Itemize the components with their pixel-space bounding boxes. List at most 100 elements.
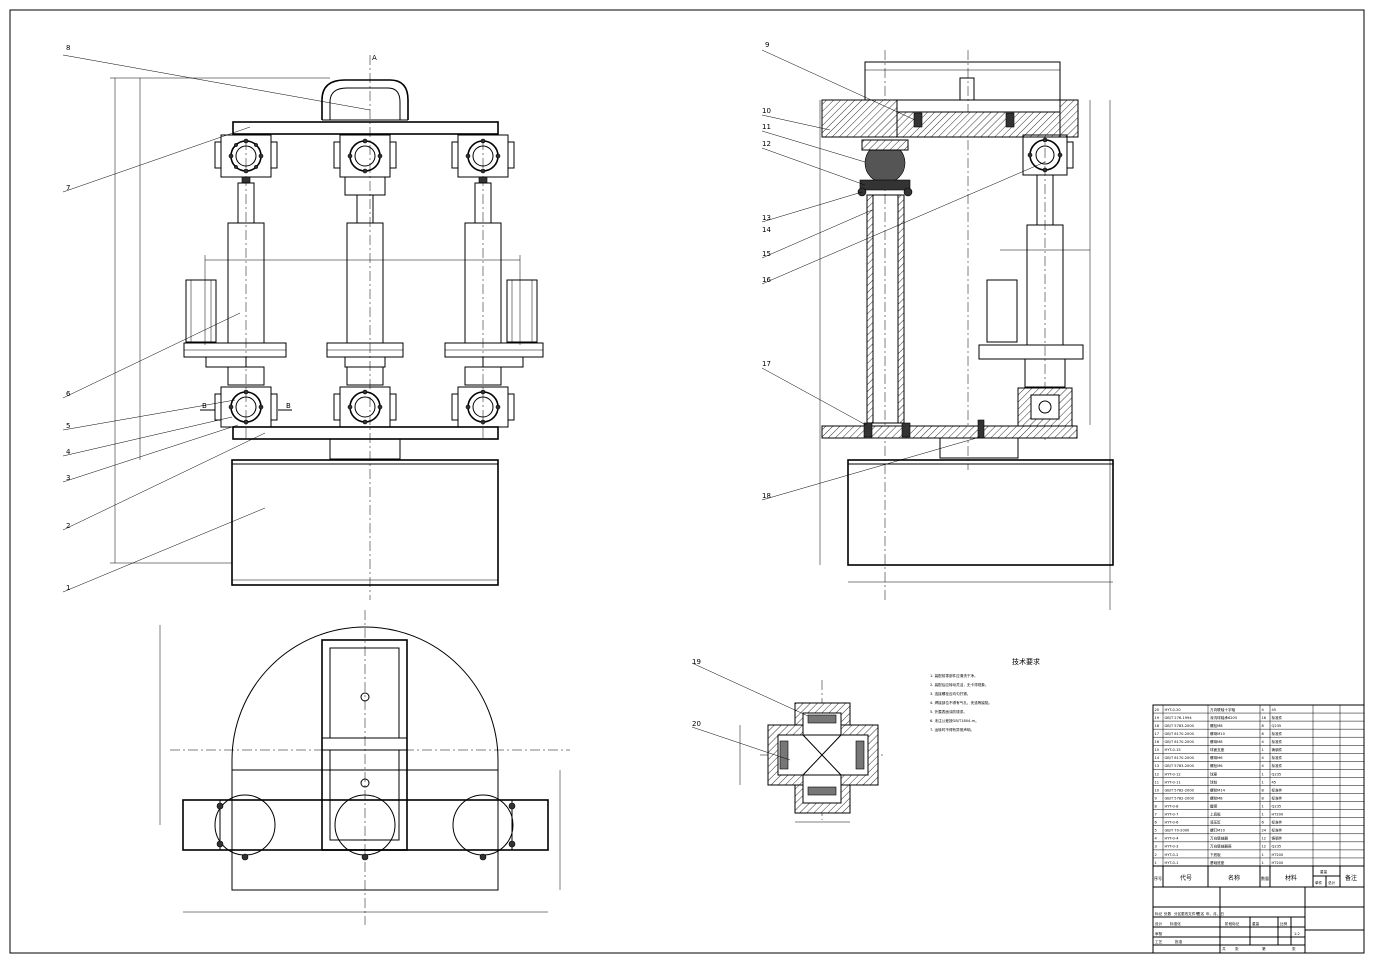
bom-cell: HT200: [1272, 853, 1284, 857]
title-block-cell: 标记: [1155, 911, 1163, 916]
title-block-cell: 张: [1235, 946, 1239, 951]
bom-cell: 球铰: [1210, 779, 1218, 784]
tech-item-4: 4. 焊接部位不得有气孔、夹渣等缺陷。: [930, 700, 992, 705]
title-block-cell: 分区: [1174, 911, 1182, 916]
title-block-cell: 年、月、日: [1206, 911, 1224, 916]
bom-cell: 8: [1262, 796, 1265, 800]
bom-cell: 4: [1262, 764, 1265, 768]
bom-header-weight: 重量: [1320, 869, 1328, 874]
bom-cell: GB/T 70-2000: [1165, 829, 1191, 833]
bom-cell: GB/T 6170-2000: [1165, 756, 1195, 760]
bom-cell: 2: [1155, 853, 1157, 857]
lower-plate: [232, 426, 499, 440]
leader-6: 6: [66, 390, 71, 398]
title-block-cell: 更改文件号: [1181, 911, 1199, 916]
bom-cell: 握把: [1210, 803, 1218, 808]
bom-cell: 20: [1155, 708, 1160, 712]
tech-item-2: 2. 装配后应转动灵活，无卡滞现象。: [930, 682, 988, 687]
leader-1: 1: [66, 584, 70, 592]
top-plate-section: [821, 99, 898, 138]
bom-cell: 18: [1155, 724, 1160, 728]
bom-cell: 19: [1155, 716, 1160, 720]
side-leaders: 9 10 11 12 13 14 15 16 17 18: [761, 41, 1046, 501]
bom-cell: 1: [1262, 772, 1264, 776]
title-block-cell: 工艺: [1155, 939, 1163, 944]
bom-cell: 12: [1155, 772, 1160, 776]
bom-cell: GB/T 5783-2000: [1165, 764, 1195, 768]
title-block-cell: 共: [1222, 946, 1226, 951]
bom-cell: 螺栓M6: [1210, 763, 1223, 768]
bom-cell: 1: [1262, 861, 1264, 865]
bom-cell: 球座: [1210, 771, 1218, 776]
leader-14: 14: [762, 226, 771, 234]
title-block-cell: 处数: [1164, 911, 1172, 916]
bom-cell: 铸钢件: [1272, 836, 1283, 841]
leader-18: 18: [762, 492, 771, 500]
leader-19: 19: [692, 658, 701, 666]
bom-cell: Q235: [1272, 772, 1282, 776]
bom-cell: 13: [1155, 764, 1160, 768]
title-block-cell: 签名: [1197, 911, 1205, 916]
bom-cell: HYT-0-15: [1165, 748, 1181, 752]
drawing-border: [9, 9, 1365, 954]
bom-cell: 3: [1155, 845, 1157, 849]
bom-cell: 1: [1262, 748, 1264, 752]
bom-cell: HYT-0-8: [1165, 804, 1180, 808]
side-base-block: [847, 459, 1114, 566]
leader-20: 20: [692, 720, 701, 728]
bom-cell: HYT-0-4: [1165, 837, 1180, 841]
bom-cell: HYT-0-1: [1165, 861, 1179, 865]
bom-cell: 10: [1155, 788, 1160, 792]
leader-8: 8: [66, 44, 70, 52]
bom-cell: HYT-0-6: [1165, 821, 1180, 825]
front-view: A: [110, 54, 521, 600]
side-actuator-leg: [978, 134, 1084, 427]
leader-12: 12: [762, 140, 771, 148]
bom-header-qty: 数量: [1261, 875, 1269, 881]
bom-cell: 标准件: [1272, 715, 1283, 720]
bom-cell: 万向联轴器: [1210, 836, 1228, 841]
title-block-cell: 阶段标记: [1225, 921, 1240, 926]
bom-cell: 螺母M6: [1210, 755, 1223, 760]
handle: [321, 79, 409, 120]
leader-2: 2: [66, 522, 70, 530]
title-block-cell: 审核: [1155, 931, 1163, 936]
bom-cell: HYT-0-2: [1165, 853, 1179, 857]
leader-7: 7: [66, 184, 70, 192]
bom-cell: 基础底座: [1210, 860, 1225, 865]
bom-cell: HYT-0-11: [1165, 780, 1181, 784]
bom-cell: 液压缸: [1210, 820, 1221, 825]
tech-item-6: 6. 未注公差按GB/T1804-m。: [930, 718, 979, 723]
bom-cell: 1: [1155, 861, 1157, 865]
bom-cell: GB/T 276-1994: [1165, 716, 1193, 720]
bom-header-unit: 单件: [1315, 880, 1323, 885]
bom-cell: 4: [1262, 756, 1265, 760]
front-legs: [183, 134, 544, 428]
detail-view: 19 20: [691, 658, 885, 823]
bom-cell: 万向联轴器座: [1210, 844, 1232, 849]
base-block: [231, 459, 499, 586]
section-mark-a: A: [372, 54, 377, 62]
bom-cell: Q235: [1272, 724, 1282, 728]
bom-cell: GB/T 6170-2000: [1165, 740, 1195, 744]
bom-header-total: 总计: [1328, 880, 1336, 885]
upper-plate: [232, 121, 499, 135]
bom-cell: 球面支座: [1210, 747, 1225, 752]
bom-cell: 万向联轴十字轴: [1210, 707, 1236, 712]
leader-10: 10: [762, 107, 771, 115]
bom-cell: 标准件: [1272, 739, 1283, 744]
leader-4: 4: [66, 448, 71, 456]
bom-cell: 16: [1262, 716, 1267, 720]
bom-cell: 45: [1272, 780, 1277, 784]
leader-9: 9: [765, 41, 769, 49]
bom-cell: 6: [1155, 821, 1158, 825]
bom-cell: 4: [1155, 837, 1158, 841]
front-leaders: 8 7 6 5 4 3 2 1: [62, 44, 371, 593]
bom-cell: HYT-0-7: [1165, 813, 1179, 817]
bom-cell: 螺母M8: [1210, 739, 1223, 744]
bom-cell: 螺栓M14: [1210, 787, 1226, 792]
bom-cell: 螺栓M8: [1210, 795, 1223, 800]
bom-cell: 8: [1262, 732, 1265, 736]
technical-requirements: 技术要求 1. 装配前零部件应清洗干净。 2. 装配后应转动灵活，无卡滞现象。 …: [930, 657, 1040, 732]
